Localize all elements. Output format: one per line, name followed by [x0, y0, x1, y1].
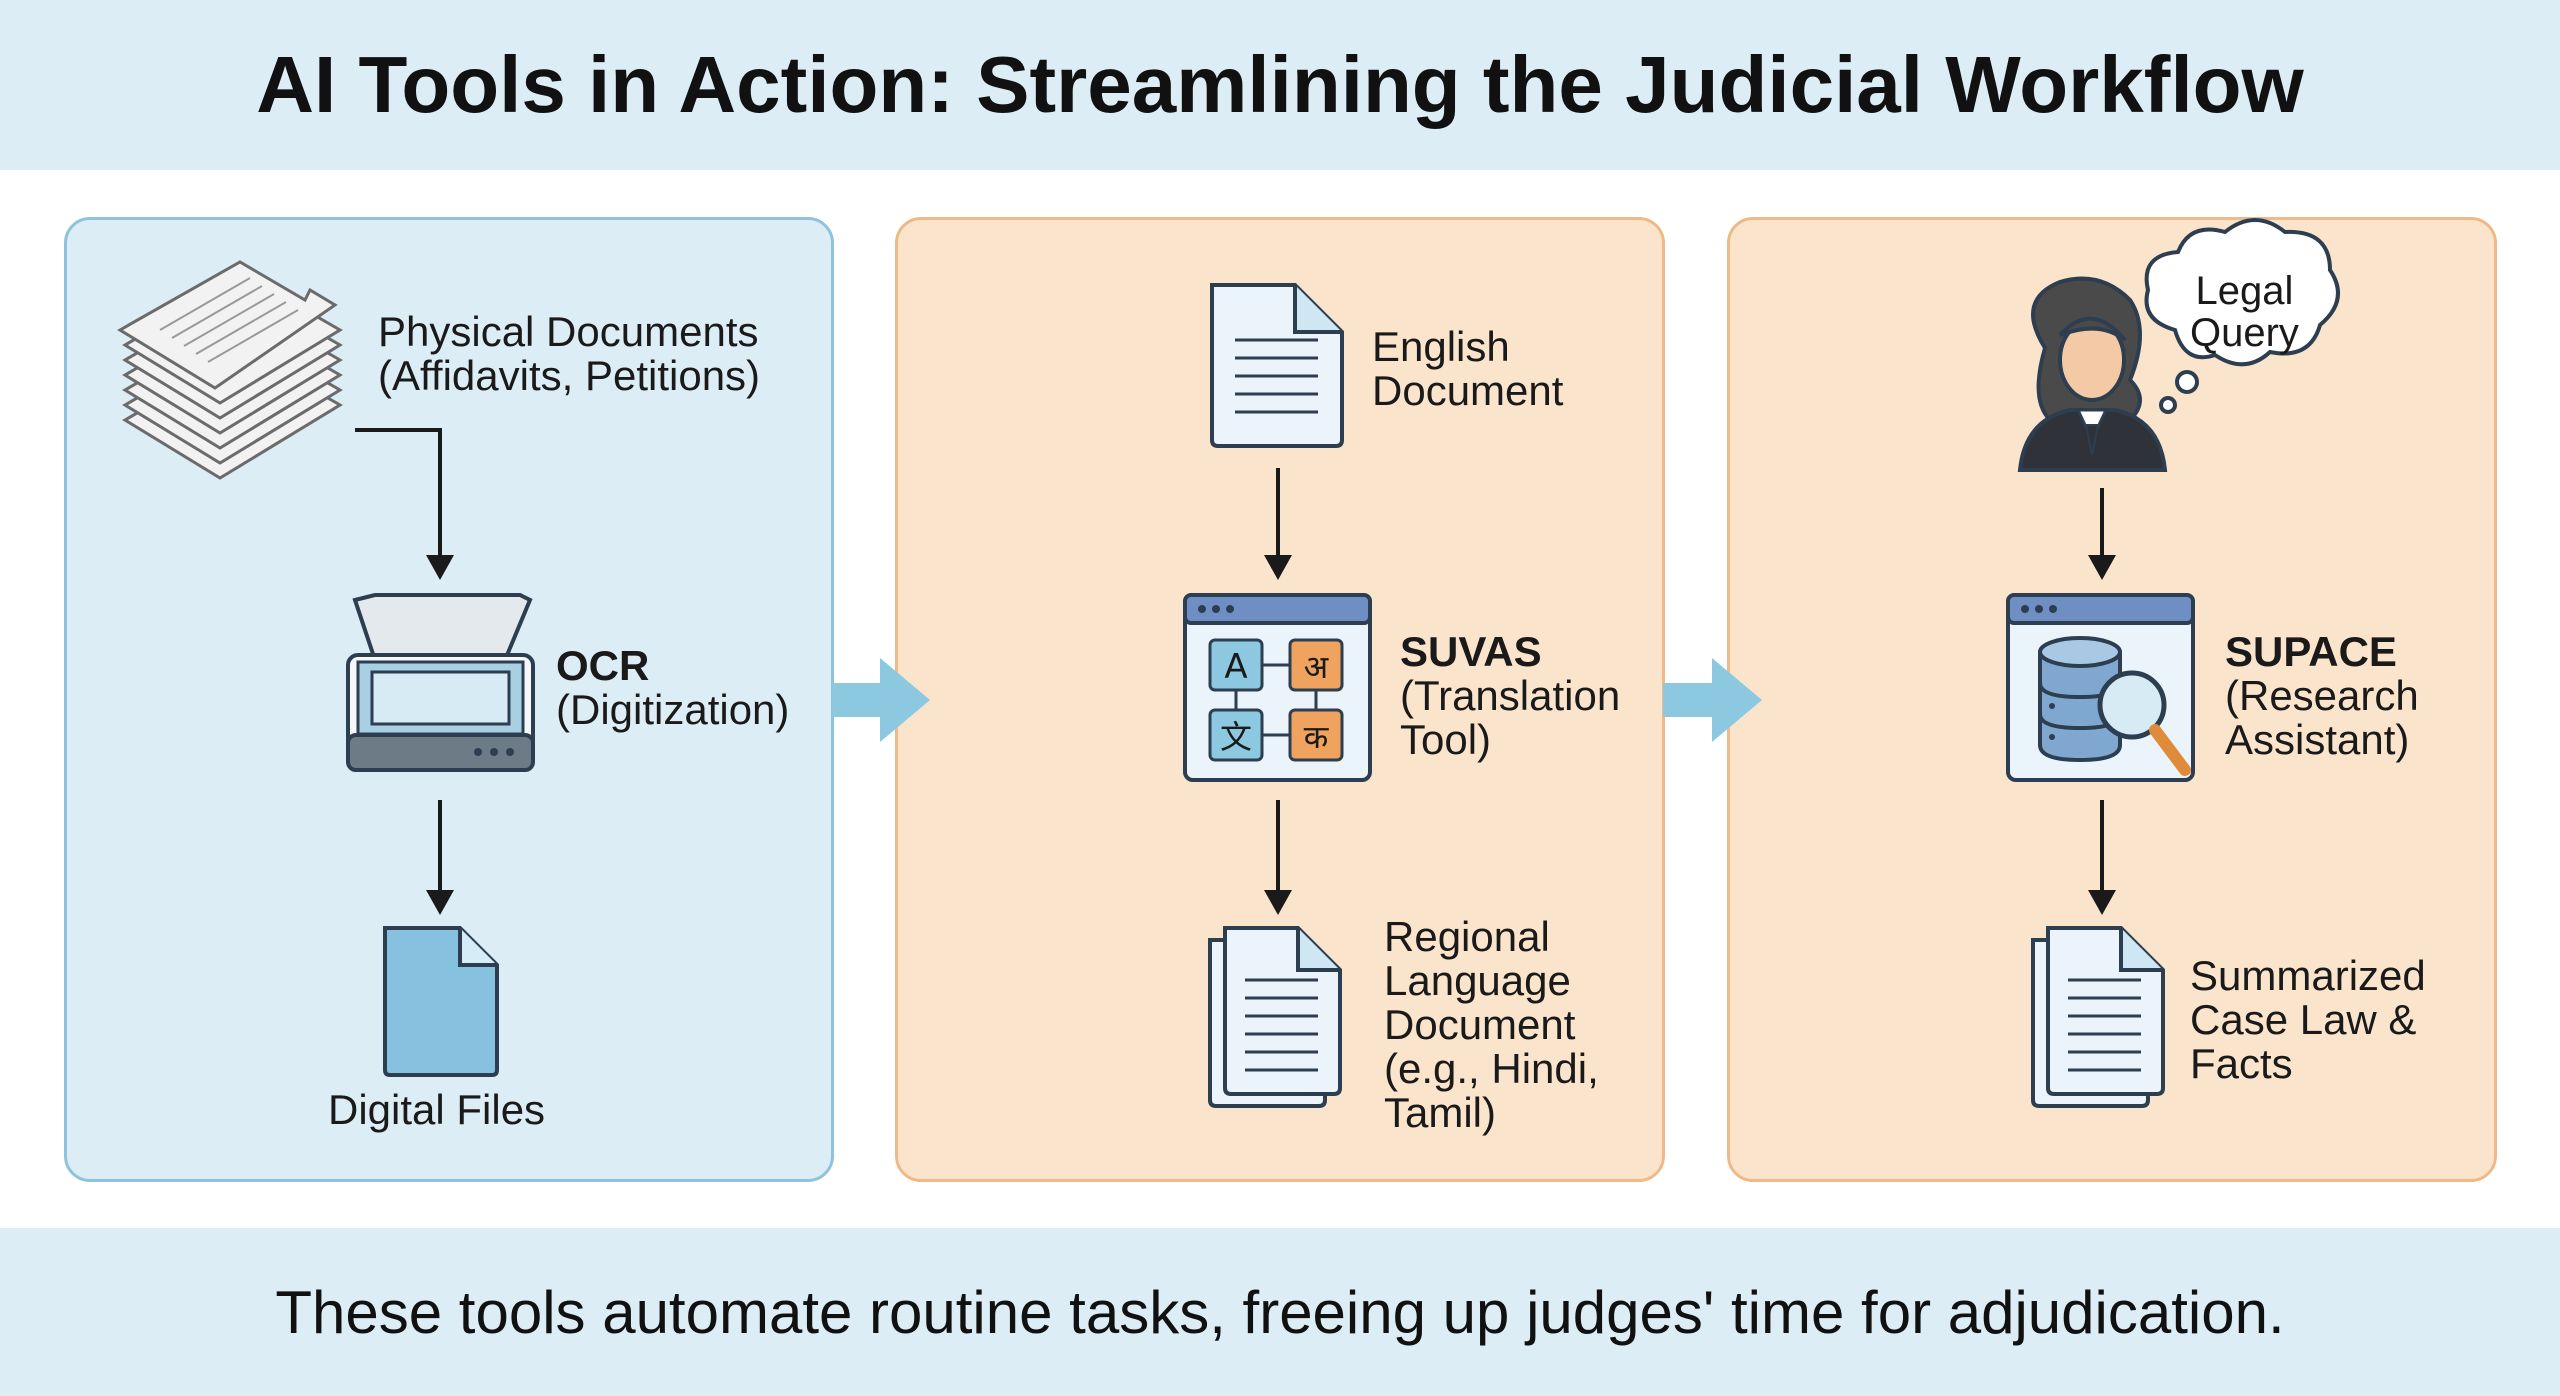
page-title: AI Tools in Action: Streamlining the Jud… — [256, 40, 2304, 129]
footer-band: These tools automate routine tasks, free… — [0, 1228, 2560, 1396]
stacked-document-icon — [1208, 926, 1342, 1108]
file-icon — [383, 926, 499, 1077]
scanner-icon — [346, 593, 535, 772]
glyph-devanagari-ka: क — [1304, 718, 1330, 756]
glyph-devanagari-a: अ — [1304, 648, 1329, 686]
supace-label: SUPACE (Research Assistant) — [2225, 628, 2419, 763]
paper-stack-icon — [117, 260, 343, 480]
database-search-window-icon — [2006, 593, 2195, 782]
judge-icon — [2017, 276, 2168, 472]
glyph-chinese: 文 — [1220, 718, 1252, 756]
english-document-label: English Document — [1372, 323, 1564, 414]
physical-documents-label: Physical Documents (Affidavits, Petition… — [378, 308, 761, 399]
document-icon — [1210, 283, 1344, 448]
header-band: AI Tools in Action: Streamlining the Jud… — [0, 0, 2560, 170]
ocr-label: OCR (Digitization) — [556, 644, 789, 732]
footer-caption: These tools automate routine tasks, free… — [275, 1278, 2285, 1346]
flow-arrow-2 — [1663, 658, 1762, 742]
stacked-document-icon — [2031, 926, 2165, 1108]
arrow-stack-to-scanner — [355, 428, 442, 560]
ocr-tool-name: OCR — [556, 642, 650, 689]
suvas-label: SUVAS (Translation Tool) — [1400, 628, 1621, 763]
summarized-label: Summarized Case Law & Facts — [2190, 952, 2426, 1087]
ocr-tool-desc: (Digitization) — [556, 686, 790, 733]
translation-window-icon — [1183, 593, 1372, 782]
suvas-tool-name: SUVAS — [1400, 628, 1542, 675]
thought-bubble — [2144, 218, 2340, 414]
flow-arrow-1 — [832, 658, 930, 742]
supace-tool-name: SUPACE — [2225, 628, 2397, 675]
glyph-latin: A — [1224, 647, 1247, 687]
regional-document-label: Regional Language Document (e.g., Hindi,… — [1384, 913, 1599, 1136]
digital-files-label: Digital Files — [328, 1086, 546, 1133]
legal-query-label: Legal Query — [2190, 269, 2299, 355]
